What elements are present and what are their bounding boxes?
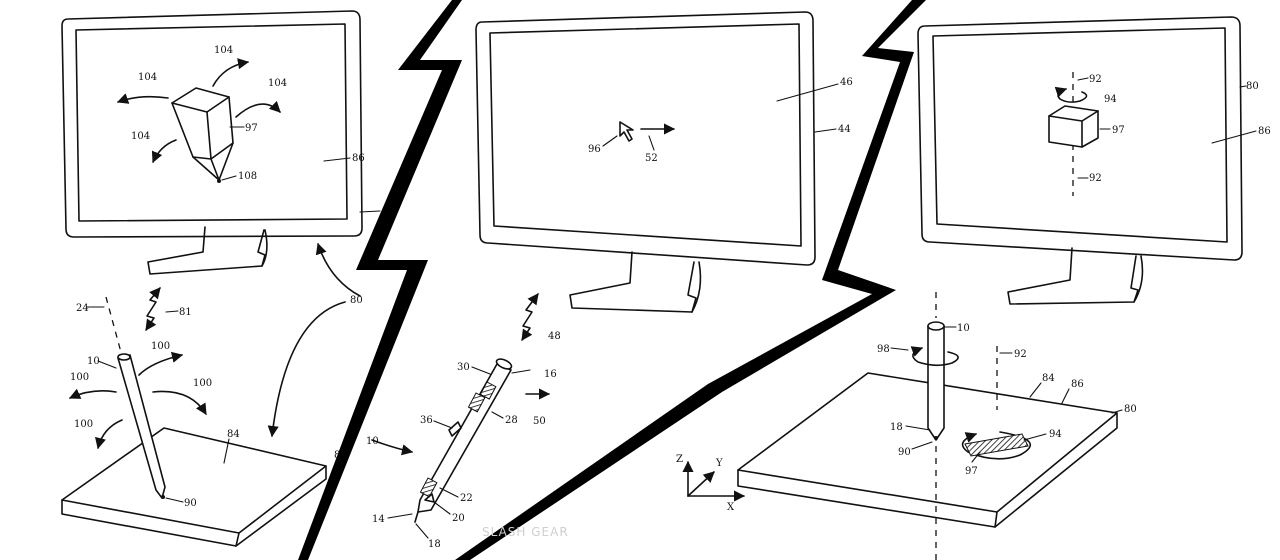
middle-wireless-48: [521, 293, 539, 341]
label-92-bottom: 92: [1089, 173, 1102, 184]
label-36: 36: [420, 415, 433, 426]
label-98: 98: [877, 344, 890, 355]
left-tablet: [61, 427, 327, 547]
label-axis-y: Y: [715, 458, 723, 469]
label-10-mid: 10: [366, 436, 379, 447]
left-link-80: [272, 244, 361, 436]
right-tablet: [737, 372, 1118, 528]
label-46: 46: [840, 77, 853, 88]
divider-bolt-left: [298, 0, 462, 560]
label-52: 52: [645, 153, 658, 164]
label-80-monitor-right: 80: [1246, 81, 1259, 92]
label-80-tablet-right: 80: [1124, 404, 1137, 415]
label-86-tablet: 86: [1071, 379, 1084, 390]
pen-rotation-98: [910, 346, 959, 367]
label-100-right: 100: [193, 378, 212, 389]
label-90-right: 90: [898, 447, 911, 458]
label-104-left: 104: [138, 72, 157, 83]
link-arrow-10: [371, 439, 414, 456]
right-monitor: [917, 16, 1243, 305]
label-94-tablet: 94: [1049, 429, 1062, 440]
label-92-top: 92: [1089, 74, 1102, 85]
label-axis-z: Z: [676, 454, 683, 465]
label-16: 16: [544, 369, 557, 380]
label-86-screen: 86: [1258, 126, 1271, 137]
label-28: 28: [505, 415, 518, 426]
label-50: 50: [533, 416, 546, 427]
tablet-rotation-94: [961, 431, 1032, 460]
label-97-tablet: 97: [965, 466, 978, 477]
right-pen: [927, 321, 945, 441]
left-panel: 104 104 104 104 97 108 86 80 24 81 10 10…: [61, 10, 395, 547]
label-97: 97: [245, 123, 258, 134]
label-20: 20: [452, 513, 465, 524]
label-14: 14: [372, 514, 385, 525]
cursor-96: [619, 121, 634, 142]
label-94-screen: 94: [1104, 94, 1117, 105]
screen-cube-97: [1048, 105, 1099, 148]
middle-pen: [414, 358, 513, 523]
left-leaders: [221, 126, 381, 213]
label-80-link: 80: [350, 295, 363, 306]
label-84-right: 84: [1042, 373, 1055, 384]
label-90: 90: [184, 498, 197, 509]
left-motion-arrows: [68, 351, 207, 450]
label-86: 86: [352, 153, 365, 164]
label-92-tablet: 92: [1014, 349, 1027, 360]
middle-panel: 46 44 96 52 48 30 16 28 50 36 10 22 20 1…: [366, 11, 853, 550]
screen-rotation-94: [1054, 86, 1088, 103]
label-10-right: 10: [957, 323, 970, 334]
label-22: 22: [460, 493, 473, 504]
label-24: 24: [76, 303, 89, 314]
divider-bolt-right: [455, 0, 926, 560]
label-100-top: 100: [151, 341, 170, 352]
label-108: 108: [238, 171, 257, 182]
label-96: 96: [588, 144, 601, 155]
label-84: 84: [227, 429, 240, 440]
xyz-axes: [682, 460, 746, 502]
left-object-97: [171, 87, 234, 183]
right-panel: 92 94 97 92 80 86 10 98 92 84 86 80 18 9…: [676, 16, 1271, 560]
label-44: 44: [838, 124, 851, 135]
label-18: 18: [428, 539, 441, 550]
left-pen: [105, 296, 166, 499]
tablet-object-97: [964, 433, 1029, 457]
label-axis-x: X: [727, 502, 735, 513]
label-104-top: 104: [214, 45, 233, 56]
label-48: 48: [548, 331, 561, 342]
label-104-right: 104: [268, 78, 287, 89]
label-97-screen: 97: [1112, 125, 1125, 136]
left-rotation-arrows: [116, 58, 281, 164]
label-18-right: 18: [890, 422, 903, 433]
label-30: 30: [457, 362, 470, 373]
watermark: SLASH GEAR: [482, 525, 569, 539]
label-100-bottom: 100: [74, 419, 93, 430]
label-81: 81: [179, 307, 192, 318]
left-wireless-81: [145, 287, 161, 331]
middle-monitor: [475, 11, 816, 313]
label-104-bottom: 104: [131, 131, 150, 142]
label-10: 10: [87, 356, 100, 367]
label-100-left: 100: [70, 372, 89, 383]
